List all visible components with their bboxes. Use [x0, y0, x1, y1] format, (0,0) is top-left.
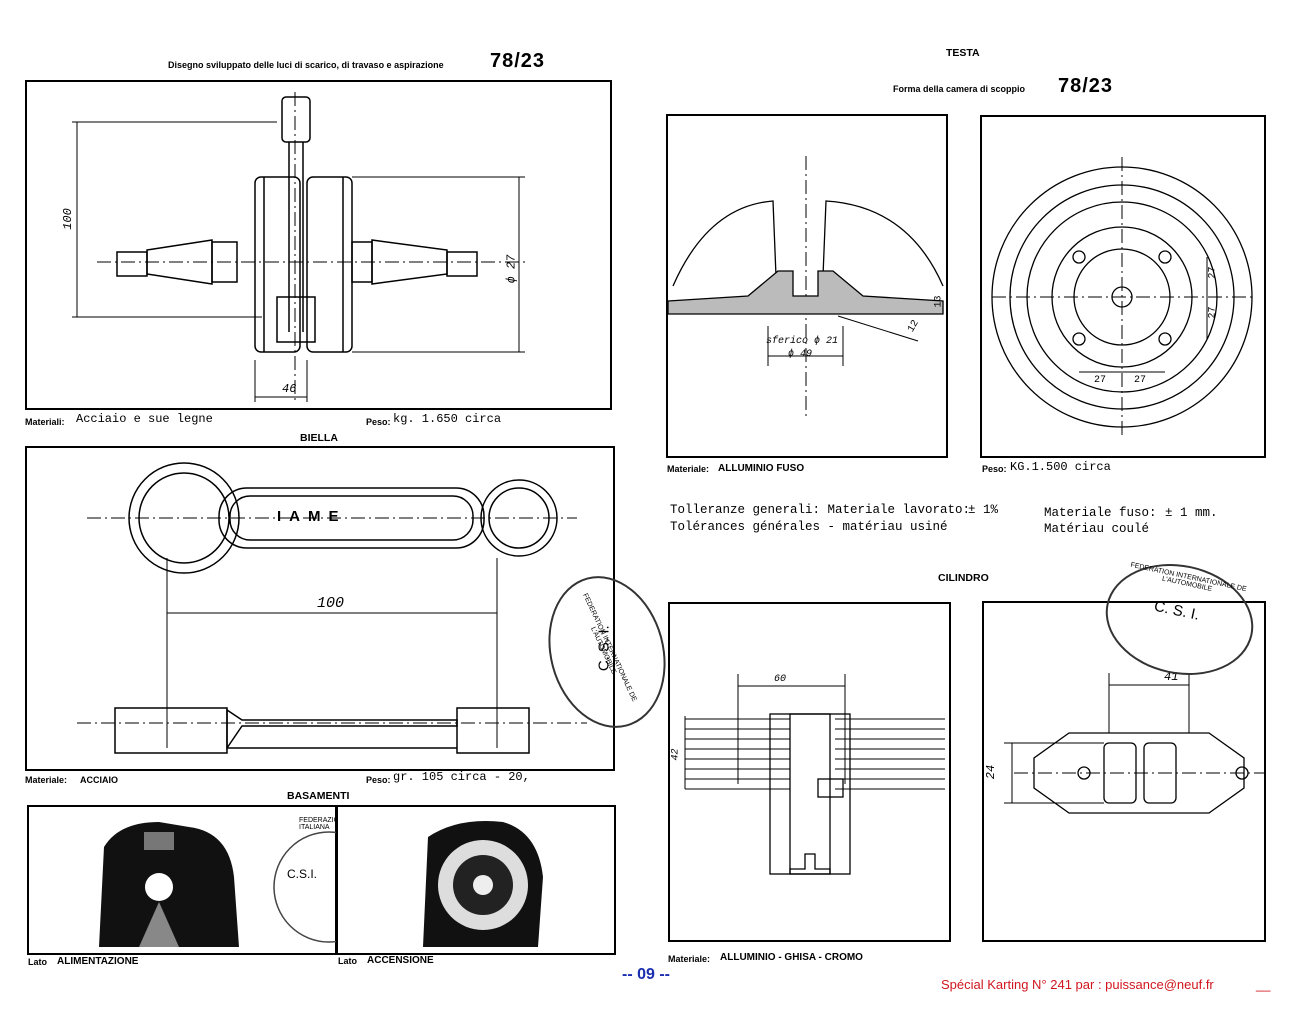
crank-dim-46: 46 [282, 382, 297, 396]
crank-material-value: Acciaio e sue legne [76, 412, 213, 426]
flange-dim-24: 24 [984, 764, 999, 780]
crankcase-left-photo: C.S.I. FEDERAZIONE SPORTIVA ITALIANA [27, 805, 385, 955]
tolerance-line-1: Tolleranze generali: Materiale lavorato: [670, 503, 971, 517]
footer-credit: Spécial Karting N° 241 par : puissance@n… [941, 977, 1214, 992]
plan-dim-27-b: 27 [1207, 306, 1219, 319]
connecting-rod-drawing: IAME 100 [25, 446, 615, 771]
crank-weight-label: Peso: [366, 417, 391, 427]
tolerance-cast-value: ± 1 mm. [1165, 506, 1218, 520]
head-weight-value: KG.1.500 circa [1010, 460, 1111, 474]
footer-trail: __ [1256, 977, 1271, 992]
csi-stamp-right-ring: FEDERATION INTERNATIONALE DE L'AUTOMOBIL… [1129, 561, 1248, 594]
head-section-drawing: sferico ϕ 21 ϕ 49 13 12 [666, 114, 948, 458]
rod-weight-label: Peso: [366, 775, 391, 785]
testa-title: TESTA [946, 47, 980, 59]
csi-stamp-left-ring: FEDERATION INTERNATIONALE DE L'AUTOMOBIL… [581, 592, 638, 703]
head-header-code: 78/23 [1058, 75, 1114, 97]
crankcase-left-lato: Lato [28, 957, 47, 967]
crank-dim-100: 100 [60, 208, 75, 230]
rod-material-label: Materiale: [25, 775, 68, 785]
basamenti-title: BASAMENTI [287, 790, 350, 802]
page-number: -- 09 -- [622, 966, 670, 983]
cylinder-section-svg [684, 674, 945, 875]
head-plan-drawing: 27 27 27 27 [980, 115, 1266, 458]
head-section-svg [668, 156, 944, 416]
crank-header-code: 78/23 [490, 50, 546, 72]
plan-dim-27-a: 27 [1207, 266, 1219, 279]
cylinder-flange-svg [1004, 673, 1264, 814]
crankcase-left-label: ALIMENTAZIONE [57, 956, 139, 967]
biella-title: BIELLA [300, 432, 338, 444]
cylinder-material-label: Materiale: [668, 954, 711, 964]
tolerance-cast-fr: Matériau coulé [1044, 522, 1150, 536]
crankcase-right-svg [423, 821, 543, 947]
crankcase-right-photo [336, 805, 616, 955]
crank-material-label: Materiali: [25, 417, 65, 427]
head-dim-spherical: sferico ϕ 21 [766, 336, 839, 347]
rod-weight-value: gr. 105 circa - 20, [393, 770, 530, 784]
head-material-label: Materiale: [667, 464, 710, 474]
crank-header-caption: Disegno sviluppato delle luci di scarico… [168, 60, 444, 70]
basamenti-stamp-text: C.S.I. [287, 867, 318, 881]
crankcase-right-label: ACCENSIONE [367, 955, 434, 966]
tolerance-cast-label: Materiale fuso: [1044, 506, 1157, 520]
rod-material-value: ACCIAIO [80, 775, 118, 785]
csi-stamp-right-center: C. S. I. [1152, 597, 1201, 624]
crankshaft-svg [72, 92, 527, 402]
cilindro-title: CILINDRO [938, 572, 989, 584]
cyl-dim-42: 42 [670, 748, 682, 761]
cylinder-material-value: ALLUMINIO - GHISA - CROMO [720, 952, 863, 963]
connecting-rod-svg [77, 462, 587, 754]
rod-dim-100: 100 [317, 595, 345, 612]
head-weight-label: Peso: [982, 464, 1007, 474]
head-plan-svg [991, 157, 1253, 437]
flange-dim-41: 41 [1164, 670, 1179, 684]
crankcase-left-svg [99, 822, 339, 947]
rod-brand-label: IAME [277, 508, 347, 525]
crank-dim-27: ϕ 27 [504, 254, 519, 284]
tolerance-line-2: Tolérances générales - matériau usiné [670, 520, 948, 534]
head-header-caption: Forma della camera di scoppio [893, 84, 1026, 94]
head-dim-49: ϕ 49 [788, 349, 813, 360]
head-dim-13: 13 [933, 295, 945, 308]
plan-dim-27-c: 27 [1094, 375, 1107, 386]
tolerance-line-1-value: ± 1% [968, 503, 999, 517]
cylinder-flange-drawing: 41 24 [982, 601, 1266, 942]
head-material-value: ALLUMINIO FUSO [718, 463, 805, 474]
crank-weight-value: kg. 1.650 circa [393, 412, 502, 426]
crankshaft-drawing: 100 ϕ 27 46 [25, 80, 612, 410]
cyl-dim-60: 60 [774, 674, 787, 685]
crankcase-right-lato: Lato [338, 956, 357, 966]
plan-dim-27-d: 27 [1134, 375, 1147, 386]
cylinder-section-drawing: 60 42 [668, 602, 951, 942]
